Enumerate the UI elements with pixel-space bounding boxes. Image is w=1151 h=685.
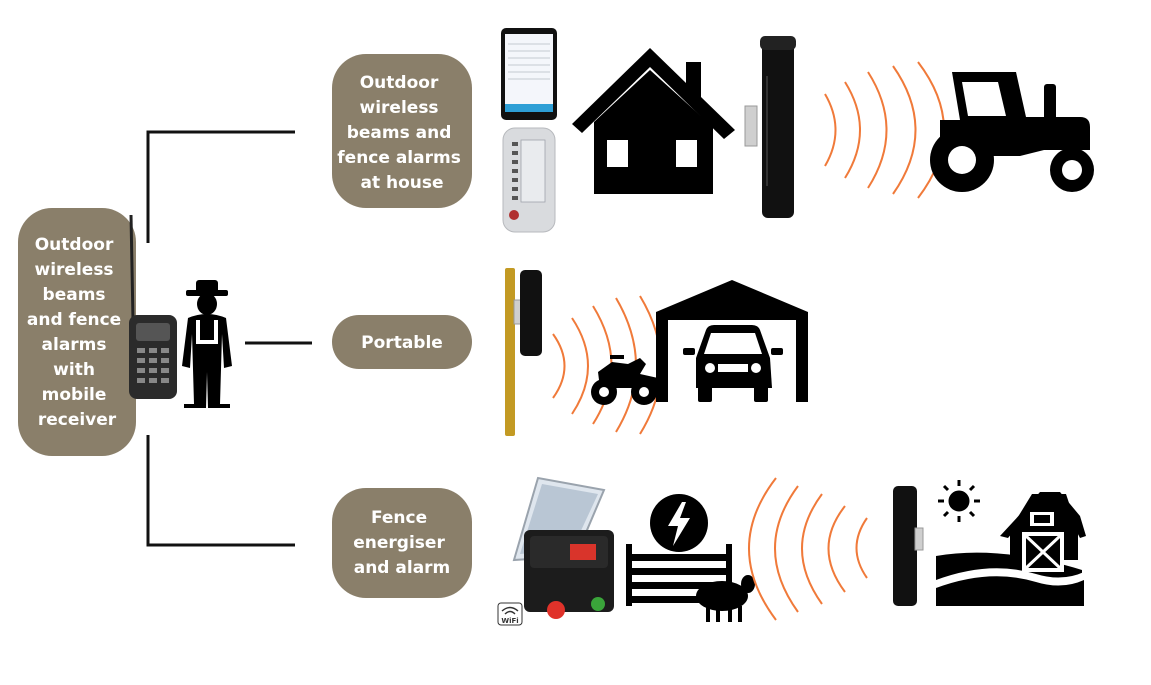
electric-fence-icon xyxy=(626,494,732,606)
farmer-icon xyxy=(182,280,232,408)
wifi-label: WiFi xyxy=(501,617,518,625)
branch-house-label: Outdoor wireless beams and fence alarms … xyxy=(337,73,466,193)
connector-lines xyxy=(146,130,312,547)
branch-portable-box xyxy=(332,315,472,369)
branch-fence-label: Fence energiser and alarm xyxy=(353,508,451,578)
sheep-icon xyxy=(696,575,755,622)
connector-bottom xyxy=(146,435,295,547)
hub-box xyxy=(18,208,136,456)
branch-portable-label: Portable xyxy=(361,333,443,353)
car-icon xyxy=(683,325,783,402)
branch-house: Outdoor wireless beams and fence alarms … xyxy=(332,54,472,208)
sun-icon xyxy=(938,480,980,522)
solar-energiser-icon xyxy=(512,476,614,619)
branch-portable: Portable xyxy=(332,315,472,369)
base-receiver-icon xyxy=(502,127,556,233)
beam-sensor-icon-fence xyxy=(893,486,924,606)
hub-label: Outdoor wireless beams and fence alarms … xyxy=(27,235,127,430)
beam-sensor-icon xyxy=(744,36,796,218)
wifi-badge-icon: WiFi xyxy=(497,602,523,626)
post-beam-sensor-icon xyxy=(505,268,542,436)
garage-icon xyxy=(656,280,808,402)
branch-fence: Fence energiser and alarm xyxy=(332,488,472,598)
connector-top xyxy=(146,130,295,243)
tractor-icon xyxy=(930,72,1094,192)
tablet-icon xyxy=(501,28,557,120)
hub-node: Outdoor wireless beams and fence alarms … xyxy=(18,208,136,456)
signal-waves-icon-fence xyxy=(748,477,868,621)
branch-fence-box xyxy=(332,488,472,598)
mobile-receiver-icon xyxy=(129,214,177,399)
branch-house-box xyxy=(332,54,472,208)
signal-waves-icon xyxy=(824,61,945,199)
barn-icon xyxy=(936,492,1086,606)
house-icon xyxy=(572,48,735,194)
quad-bike-icon xyxy=(591,355,658,405)
